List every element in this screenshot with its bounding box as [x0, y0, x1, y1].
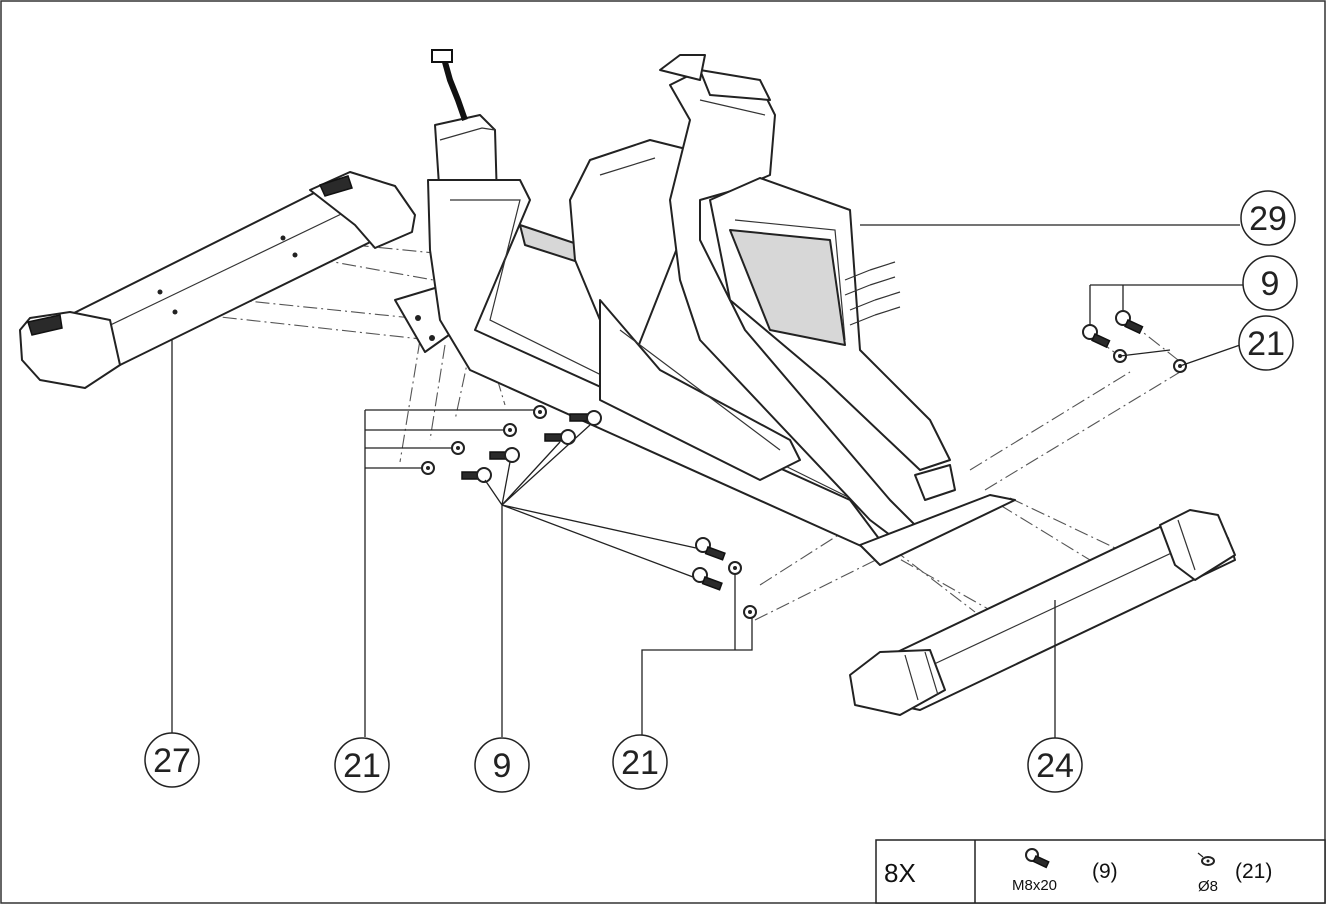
- callout-label: 29: [1249, 200, 1287, 238]
- main-frame: [394, 49, 1016, 566]
- washer-icon: [451, 441, 465, 455]
- hardware-quantity: 8X: [884, 858, 916, 888]
- hardware-table: 8X M8x20 (9) Ø8 (21): [875, 839, 1326, 904]
- washer-icon: [421, 461, 435, 475]
- leader-lines: [171, 224, 1245, 742]
- callout-9-bottom: 9: [474, 737, 530, 793]
- washer-icon: [728, 561, 742, 575]
- washer-spec: Ø8: [1198, 878, 1218, 895]
- left-hardware-cluster: [421, 405, 602, 483]
- callout-label: 9: [1261, 265, 1280, 303]
- bolt-icon: [569, 410, 602, 426]
- callout-27: 27: [144, 732, 200, 788]
- callout-21-bottom: 21: [612, 734, 668, 790]
- bolt-ref: (9): [1092, 860, 1118, 883]
- callout-label: 21: [621, 744, 659, 782]
- washer-icon: [503, 423, 517, 437]
- right-hardware-cluster: [1082, 310, 1187, 373]
- callout-label: 21: [343, 747, 381, 785]
- bolt-icon: [695, 537, 726, 561]
- callout-label: 27: [153, 742, 191, 780]
- rear-stabilizer: [849, 509, 1236, 716]
- callout-label: 24: [1036, 747, 1074, 785]
- bolt-icon: [1115, 310, 1144, 335]
- bolt-icon: [1025, 848, 1050, 869]
- washer-ref: (21): [1235, 860, 1272, 883]
- washer-icon: [1197, 852, 1215, 866]
- callout-label: 21: [1247, 325, 1285, 363]
- front-stabilizer: [19, 171, 416, 389]
- callout-21-right: 21: [1238, 315, 1294, 371]
- washer-icon: [533, 405, 547, 419]
- bottom-hardware-cluster: [692, 537, 757, 619]
- bolt-icon: [461, 467, 492, 483]
- callout-label: 9: [493, 747, 512, 785]
- bolt-spec: M8x20: [1012, 877, 1057, 894]
- bolt-icon: [1082, 324, 1111, 349]
- callout-24: 24: [1027, 737, 1083, 793]
- washer-icon: [743, 605, 757, 619]
- bolt-icon: [692, 567, 723, 591]
- callout-21-left: 21: [334, 737, 390, 793]
- callout-9-right: 9: [1242, 255, 1298, 311]
- bolt-icon: [489, 447, 520, 463]
- bolt-icon: [544, 429, 576, 445]
- callout-29: 29: [1240, 190, 1296, 246]
